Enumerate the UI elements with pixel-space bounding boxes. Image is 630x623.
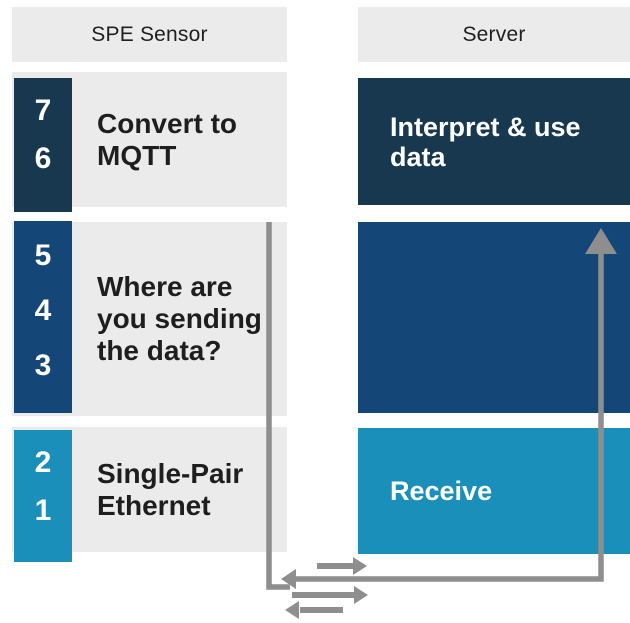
layer-number: 6 xyxy=(34,142,52,175)
server-column-header: Server xyxy=(358,7,630,62)
server-row-interpret: Interpret & use data xyxy=(358,78,630,205)
layer-numbers-7-6: 7 6 xyxy=(14,78,72,212)
sensor-header-label: SPE Sensor xyxy=(91,22,208,46)
layer-numbers-5-4-3: 5 4 3 xyxy=(14,221,72,413)
sensor-row-ethernet-label: Single-Pair Ethernet xyxy=(97,457,244,521)
layer-number: 1 xyxy=(34,494,52,527)
sensor-column-header: SPE Sensor xyxy=(12,7,287,62)
server-header-label: Server xyxy=(462,22,526,46)
layer-number: 2 xyxy=(34,446,52,479)
server-row-interpret-label: Interpret & use data xyxy=(390,111,581,172)
data-exchange-arrows-icon xyxy=(285,557,368,619)
server-row-middle xyxy=(358,222,630,413)
left-arrow-icon xyxy=(281,569,296,589)
layer-number: 5 xyxy=(34,239,52,272)
sensor-row-convert-mqtt-label: Convert to MQTT xyxy=(97,107,237,171)
layer-numbers-2-1: 2 1 xyxy=(14,430,72,562)
layer-number: 7 xyxy=(34,94,52,127)
layer-number: 4 xyxy=(34,294,52,327)
server-row-receive-label: Receive xyxy=(390,476,493,506)
layer-number: 3 xyxy=(34,349,52,382)
server-row-receive: Receive xyxy=(358,428,630,554)
sensor-row-addressing-label: Where are you sending the data? xyxy=(97,271,262,366)
